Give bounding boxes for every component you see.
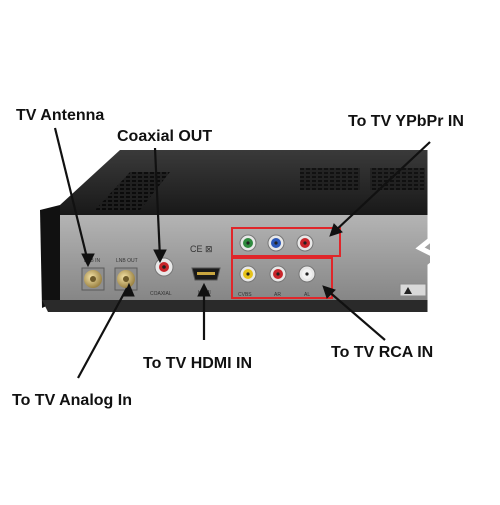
callout-lines	[53, 127, 431, 379]
break-line	[415, 150, 445, 312]
jack-al	[298, 265, 316, 283]
weee-bin-icon: ⊠	[205, 245, 213, 255]
hdmi-callout: To TV HDMI IN	[143, 355, 253, 372]
box-top	[60, 150, 430, 220]
hdmi-arrowhead	[197, 282, 211, 297]
ypbpr-callout: To TV YPbPr IN	[348, 113, 464, 130]
ypbpr-highlight-box	[231, 227, 341, 257]
jack-y	[239, 234, 257, 252]
rca-callout: To TV RCA IN	[331, 344, 434, 361]
rca-highlight-box	[231, 257, 333, 299]
callout-arrowheads	[81, 223, 343, 299]
tv-antenna-line	[53, 127, 90, 263]
lnb-in-label: LNB IN	[84, 258, 101, 264]
analog-line	[77, 287, 128, 379]
lnb-out-label: LNB OUT	[116, 258, 138, 264]
tv-antenna-arrowhead	[81, 253, 95, 268]
ar-label: AR	[274, 292, 281, 298]
ypbpr-line	[333, 141, 431, 233]
lnb-in-connector	[81, 267, 105, 291]
rca-arrowhead	[322, 285, 336, 299]
coaxial-out-arrowhead	[153, 249, 167, 264]
ce-mark-icon: CE	[190, 244, 203, 254]
coaxial-label: COAXIAL	[150, 291, 172, 297]
al-label: AL	[304, 292, 310, 298]
box-base	[42, 300, 430, 312]
lnb-out-connector	[114, 267, 138, 291]
rca-line	[326, 289, 386, 341]
warning-sticker	[399, 283, 427, 297]
ypbpr-arrowhead	[329, 223, 343, 237]
coaxial-out-callout: Coaxial OUT	[117, 128, 213, 145]
jack-cvbs	[239, 265, 257, 283]
coaxial-jack	[154, 257, 174, 277]
analog-callout: To TV Analog In	[12, 392, 132, 409]
jack-ar	[269, 265, 287, 283]
analog-arrowhead	[123, 282, 135, 297]
hdmi-port	[191, 267, 221, 281]
coaxial-out-line	[153, 147, 162, 259]
tv-antenna-callout: TV Antenna	[16, 107, 105, 124]
jack-pb	[267, 234, 285, 252]
vent-grille-center	[300, 168, 360, 190]
jack-pr	[296, 234, 314, 252]
vent-grille-left	[95, 172, 170, 210]
box-side	[40, 205, 60, 308]
cvbs-label: CVBS	[238, 292, 252, 298]
